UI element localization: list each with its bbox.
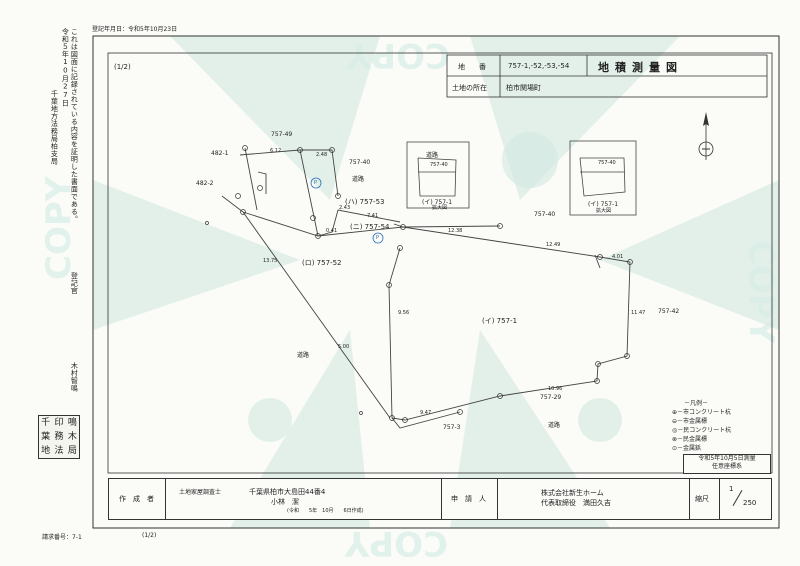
svg-text:COPY: COPY: [346, 35, 450, 75]
inset2-caption: 拡大図: [596, 208, 612, 214]
page-indicator: (1/2): [114, 63, 131, 71]
author-label: 作 成 者: [119, 495, 154, 503]
distance-label: 9.56: [398, 310, 410, 316]
parcel-i: (イ) 757-1: [482, 317, 518, 325]
header-table: [446, 54, 768, 98]
distance-label: 10.96: [548, 386, 563, 392]
survey-note: 令和5年10月5日測量 任意座標系: [683, 454, 771, 474]
applicant-rep: 代表取締役 満田久吉: [541, 499, 611, 507]
distance-label: 13.75: [263, 258, 278, 264]
legend-item: ⊙－金属鋲: [672, 445, 702, 452]
location-label: 土地の所在: [452, 84, 487, 92]
p-mark-2: P: [376, 235, 380, 241]
location-value: 柏市関場町: [506, 84, 541, 92]
svg-text:COPY: COPY: [741, 240, 781, 344]
author-title: 土地家屋調査士: [179, 489, 222, 496]
scale-slash: [732, 489, 743, 507]
inset1-lot: 757-40: [430, 162, 448, 168]
legend-item: ⊖－市金属標: [672, 418, 708, 425]
footer-page-indicator: (1/2): [142, 532, 157, 539]
lot-757-49: 757-49: [271, 131, 293, 138]
north-arrow-icon: [698, 112, 714, 160]
survey-date: 令和5年10月5日測量: [698, 455, 756, 462]
certificate-title: 登記官: [70, 272, 79, 295]
legend-item: ◎－民コンクリート杭: [672, 427, 732, 434]
survey-markers: [205, 145, 633, 423]
parcel-lines: [221, 147, 631, 429]
scale-denominator: 250: [743, 499, 757, 507]
drawing-frame: [107, 52, 773, 474]
distance-label: 4.01: [612, 254, 624, 260]
road-label-b: 道路: [297, 352, 310, 359]
svg-text:COPY: COPY: [344, 523, 448, 563]
distance-label: 2.48: [316, 152, 328, 158]
author-address: 千葉県柏市大島田44番4: [249, 488, 326, 496]
registration-date: 登記年月日：令和5年10月23日: [92, 26, 178, 33]
lot-757-40-b: 757-40: [534, 211, 556, 218]
copy-watermark: COPY COPY COPY COPY: [39, 35, 781, 563]
p-mark-1: P: [314, 180, 318, 186]
chiban-value: 757-1,-52,-53,-54: [508, 62, 570, 70]
page-frame: [92, 35, 780, 529]
distance-label: 2.43: [339, 205, 351, 211]
legend-item: ⊕－市コンクリート杭: [672, 409, 732, 416]
parcel-ha: (ハ) 757-53: [345, 198, 385, 206]
certificate-line-3: 千葉地方法務局柏支局: [50, 90, 59, 165]
inset-2: [569, 140, 637, 216]
parcel-ro: (ロ) 757-52: [302, 259, 342, 267]
author-name: 小林 潔: [271, 498, 299, 506]
scale-label: 縮尺: [695, 495, 709, 503]
inset2-lot: 757-40: [598, 160, 616, 166]
distance-label: 12.49: [546, 242, 561, 248]
distance-label: 12.38: [448, 228, 463, 234]
scale-numerator: 1: [729, 485, 734, 493]
applicant-label: 申 請 人: [451, 495, 486, 503]
coordinate-system: 任意座標系: [711, 463, 742, 470]
document-title: 地積測量図: [598, 61, 683, 74]
lot-482-2: 482-2: [196, 180, 214, 187]
author-date: (令和 5年 10月 6日作成): [287, 508, 364, 514]
parcel-ni: (ニ) 757-54: [350, 223, 390, 231]
inset2-label: (イ) 757-1: [588, 201, 619, 208]
distance-label: 7.41: [367, 213, 379, 219]
distance-label: 11.47: [631, 310, 646, 316]
lot-757-29: 757-29: [540, 394, 562, 401]
inset-1: [406, 141, 470, 209]
legend-item: ⊗－民金属標: [672, 436, 708, 443]
distance-label: 6.12: [270, 148, 282, 154]
official-seal: 千印鳴 葉務木 地法局: [38, 415, 80, 459]
applicant-company: 株式会社新生ホーム: [541, 489, 604, 497]
legend-title: －凡例－: [684, 400, 709, 407]
distance-label: 9.47: [420, 410, 432, 416]
chiban-label: 地 番: [458, 63, 486, 71]
road-label-c: 道路: [548, 422, 561, 429]
lot-482-1: 482-1: [211, 150, 229, 157]
distance-label: 0.41: [326, 228, 338, 234]
inset1-label: (イ) 757-1: [422, 199, 453, 206]
road-label-a: 道路: [352, 176, 365, 183]
lot-757-3: 757-3: [443, 424, 461, 431]
svg-text:COPY: COPY: [39, 176, 79, 280]
certificate-line-1: これは図面に記録されている内容を証明した書面である。: [70, 28, 79, 223]
distance-label: 5.00: [338, 344, 350, 350]
road-label-d: 道路: [426, 152, 439, 159]
certificate-name: 木村智鳴: [70, 362, 79, 392]
lot-757-40-a: 757-40: [349, 159, 371, 166]
certificate-line-2: 令和５年10月27日: [61, 28, 70, 107]
lot-757-42: 757-42: [658, 308, 680, 315]
footer-table: 作 成 者 土地家屋調査士 千葉県柏市大島田44番4 小林 潔 (令和 5年 1…: [108, 478, 772, 520]
request-number: 請求番号：7-1: [42, 534, 82, 541]
legend: －凡例－ ⊕－市コンクリート杭 ⊖－市金属標 ◎－民コンクリート杭 ⊗－民金属標…: [672, 398, 731, 452]
inset1-caption: 拡大図: [432, 205, 448, 211]
